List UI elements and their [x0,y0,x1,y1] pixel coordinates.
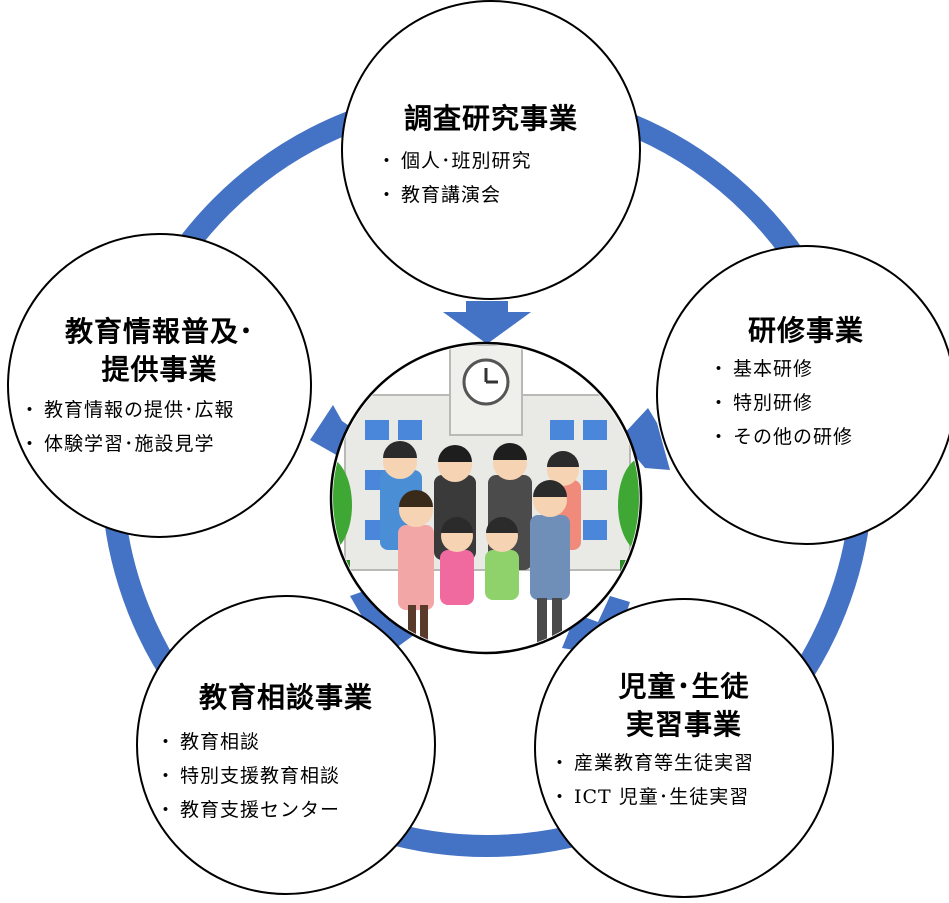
list-item: ICT 児童･生徒実習 [550,780,754,814]
node-info-title: 教育情報普及･ 提供事業 [9,313,310,389]
list-item: 教育講演会 [377,178,532,212]
node-counseling-title: 教育相談事業 [138,679,434,717]
list-item: 体験学習･施設見学 [20,427,235,461]
node-training: 研修事業 基本研修 特別研修 その他の研修 [656,245,949,545]
node-research-title-line1: 調査研究事業 [403,102,578,135]
node-counseling-title-line1: 教育相談事業 [198,681,373,714]
node-info: 教育情報普及･ 提供事業 教育情報の提供･広報 体験学習･施設見学 [7,233,312,538]
node-counseling-list: 教育相談 特別支援教育相談 教育支援センター [156,725,340,827]
list-item: 特別支援教育相談 [156,759,340,793]
arrow-down-from-research [443,301,531,344]
node-training-list: 基本研修 特別研修 その他の研修 [709,352,853,454]
node-training-title: 研修事業 [658,312,949,350]
node-student-title-line1: 児童･生徒 [618,670,750,703]
list-item: 教育支援センター [156,793,340,827]
node-student-title: 児童･生徒 実習事業 [536,668,832,744]
node-training-title-line1: 研修事業 [747,314,864,347]
list-item: 基本研修 [709,352,853,386]
arrow-from-training [620,408,670,470]
node-research-list: 個人･班別研究 教育講演会 [377,144,532,212]
node-research: 調査研究事業 個人･班別研究 教育講演会 [341,0,641,300]
node-student-list: 産業教育等生徒実習 ICT 児童･生徒実習 [550,746,754,814]
list-item: 個人･班別研究 [377,144,532,178]
node-student-title-line2: 実習事業 [625,708,742,741]
list-item: その他の研修 [709,420,853,454]
node-info-title-line2: 提供事業 [101,353,218,386]
node-counseling: 教育相談事業 教育相談 特別支援教育相談 教育支援センター [136,595,436,895]
node-info-title-line1: 教育情報普及･ [64,315,254,348]
node-student-practice: 児童･生徒 実習事業 産業教育等生徒実習 ICT 児童･生徒実習 [534,598,834,898]
node-research-title: 調査研究事業 [343,100,639,138]
list-item: 産業教育等生徒実習 [550,746,754,780]
list-item: 教育相談 [156,725,340,759]
center-illustration [329,341,643,655]
list-item: 教育情報の提供･広報 [20,393,235,427]
node-info-list: 教育情報の提供･広報 体験学習･施設見学 [20,393,235,461]
list-item: 特別研修 [709,386,853,420]
